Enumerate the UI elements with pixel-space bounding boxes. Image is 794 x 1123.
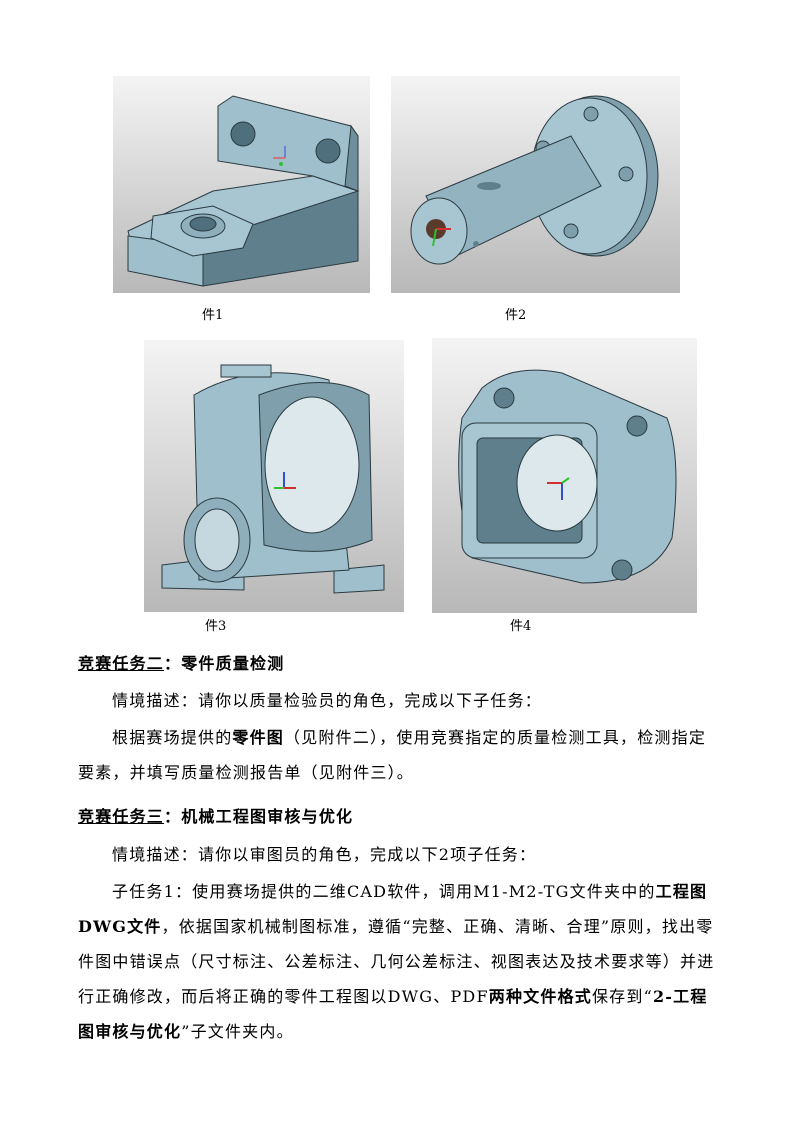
figure-part-4 bbox=[432, 338, 697, 613]
task2-body-text-a: 根据赛场提供的 bbox=[112, 728, 233, 747]
cover-part-image bbox=[458, 369, 677, 584]
figure-part-2 bbox=[391, 76, 680, 293]
figure-1-caption: 件1 bbox=[202, 308, 224, 323]
subtask1-text-a: 子任务1：使用赛场提供的二维CAD软件，调用M1-M2-TG文件夹中的 bbox=[112, 882, 656, 901]
subtask1-bold-folder: 2-工程图审核与优化 bbox=[78, 987, 708, 1041]
subtask1-bold-formats: 两种文件格式 bbox=[488, 987, 592, 1006]
task3-scenario: 情境描述：请你以审图员的角色，完成以下2项子任务： bbox=[112, 845, 537, 864]
task2-body: 根据赛场提供的零件图（见附件二），使用竞赛指定的质量检测工具，检测指定要素，并填… bbox=[78, 720, 718, 790]
task3-subtask1: 子任务1：使用赛场提供的二维CAD软件，调用M1-M2-TG文件夹中的工程图DW… bbox=[78, 874, 718, 1049]
task3-heading: 竞赛任务三：机械工程图审核与优化 bbox=[78, 799, 718, 834]
figure-part-1 bbox=[113, 76, 370, 293]
task2-body-bold: 零件图 bbox=[232, 728, 285, 747]
subtask1-text-d: ”子文件夹内。 bbox=[181, 1022, 294, 1041]
flanged-shaft-part-image bbox=[410, 95, 659, 265]
figure-part-3 bbox=[144, 340, 404, 612]
task2-body-text-b: （见附件二），使用竞赛指定的质量检测工具，检测指定要素，并填写质量检测报告单（见… bbox=[78, 728, 707, 782]
subtask1-text-c: 保存到“ bbox=[591, 987, 653, 1006]
bracket-part-image bbox=[127, 95, 360, 287]
subtask1-bold-dwg: 工程图DWG文件 bbox=[78, 882, 708, 936]
task3-heading-label: 竞赛任务三 bbox=[78, 807, 165, 826]
subtask1-text-b: ，依据国家机械制图标准，遵循“完整、正确、清晰、合理”原则，找出零件图中错误点（… bbox=[78, 917, 715, 1006]
task3-heading-title: ：机械工程图审核与优化 bbox=[164, 807, 354, 826]
figure-3-caption: 件3 bbox=[205, 619, 227, 634]
task2-scenario: 情境描述：请你以质量检验员的角色，完成以下子任务： bbox=[112, 691, 543, 710]
task2-heading-title: ：零件质量检测 bbox=[164, 654, 285, 673]
task2-heading: 竞赛任务二：零件质量检测 bbox=[78, 646, 718, 681]
task2-heading-label: 竞赛任务二 bbox=[78, 654, 165, 673]
figure-2-caption: 件2 bbox=[505, 308, 527, 323]
housing-part-image bbox=[161, 364, 385, 594]
figure-4-caption: 件4 bbox=[510, 619, 532, 634]
